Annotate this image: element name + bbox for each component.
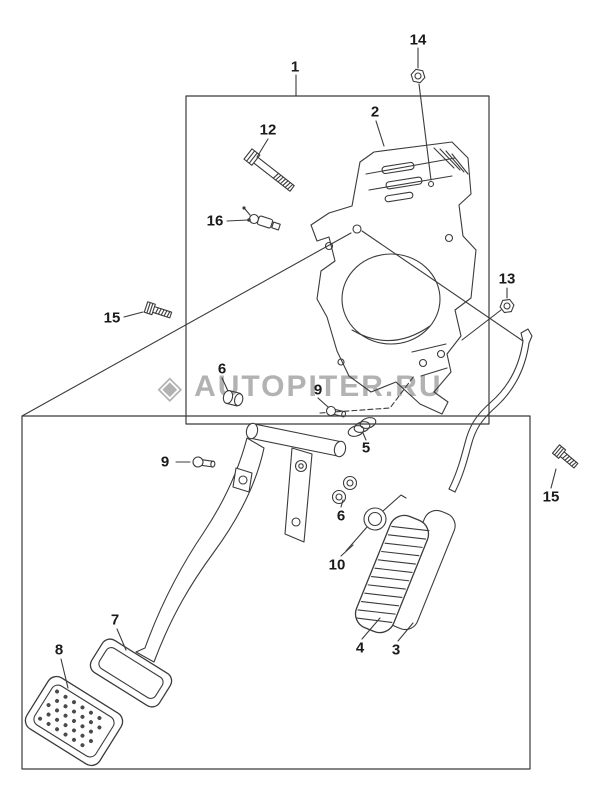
callout-7: 7 [110, 611, 120, 629]
pad-dots [38, 689, 102, 748]
dashed-assembly-lines [319, 375, 415, 414]
bushings-6-lower-art [331, 475, 358, 505]
bushing-6-upper-art [222, 390, 244, 407]
callout-12: 12 [259, 121, 277, 139]
callout-9-lower: 9 [160, 453, 170, 471]
pedal-bracket-art [310, 141, 477, 415]
bolt-12-art [243, 148, 295, 192]
callout-6-lower: 6 [336, 507, 346, 525]
callout-9-upper: 9 [313, 381, 323, 399]
nut-14-art [410, 68, 426, 84]
callout-leader-lines [60, 47, 557, 689]
callout-4: 4 [355, 639, 365, 657]
bolt-15-left-art [143, 301, 173, 319]
callout-15-left: 15 [103, 309, 121, 327]
rubber-pad-8-art [24, 675, 124, 767]
link-plate-art [284, 447, 313, 543]
pivot-tube-art [245, 422, 347, 458]
callout-3: 3 [391, 641, 401, 659]
pin-9-upper-art [325, 405, 347, 418]
pin-9-lower-art [192, 456, 216, 468]
bolt-15-right-art [551, 444, 579, 469]
callout-1: 1 [290, 58, 300, 76]
boundary-box-lower [21, 415, 531, 770]
pedal-rod-art [448, 328, 533, 493]
callout-2: 2 [370, 103, 380, 121]
callout-13: 13 [498, 270, 516, 288]
callout-16: 16 [206, 212, 224, 230]
spring-5-art [347, 417, 377, 437]
callout-10: 10 [328, 556, 346, 574]
callout-15-right: 15 [542, 488, 560, 506]
nut-13-art [499, 298, 515, 314]
callout-14: 14 [409, 31, 427, 49]
callout-8: 8 [54, 641, 64, 659]
boundary-box-upper [185, 95, 490, 425]
pedal-arm-art [135, 437, 265, 663]
callout-6-upper: 6 [217, 360, 227, 378]
pedal-pad-7-art [89, 638, 173, 708]
projection-lines [21, 230, 524, 417]
spring-10-art [345, 494, 407, 552]
diamond-logo-icon: ◈ [157, 369, 183, 405]
callout-5: 5 [361, 439, 371, 457]
switch-16-art [242, 206, 281, 231]
